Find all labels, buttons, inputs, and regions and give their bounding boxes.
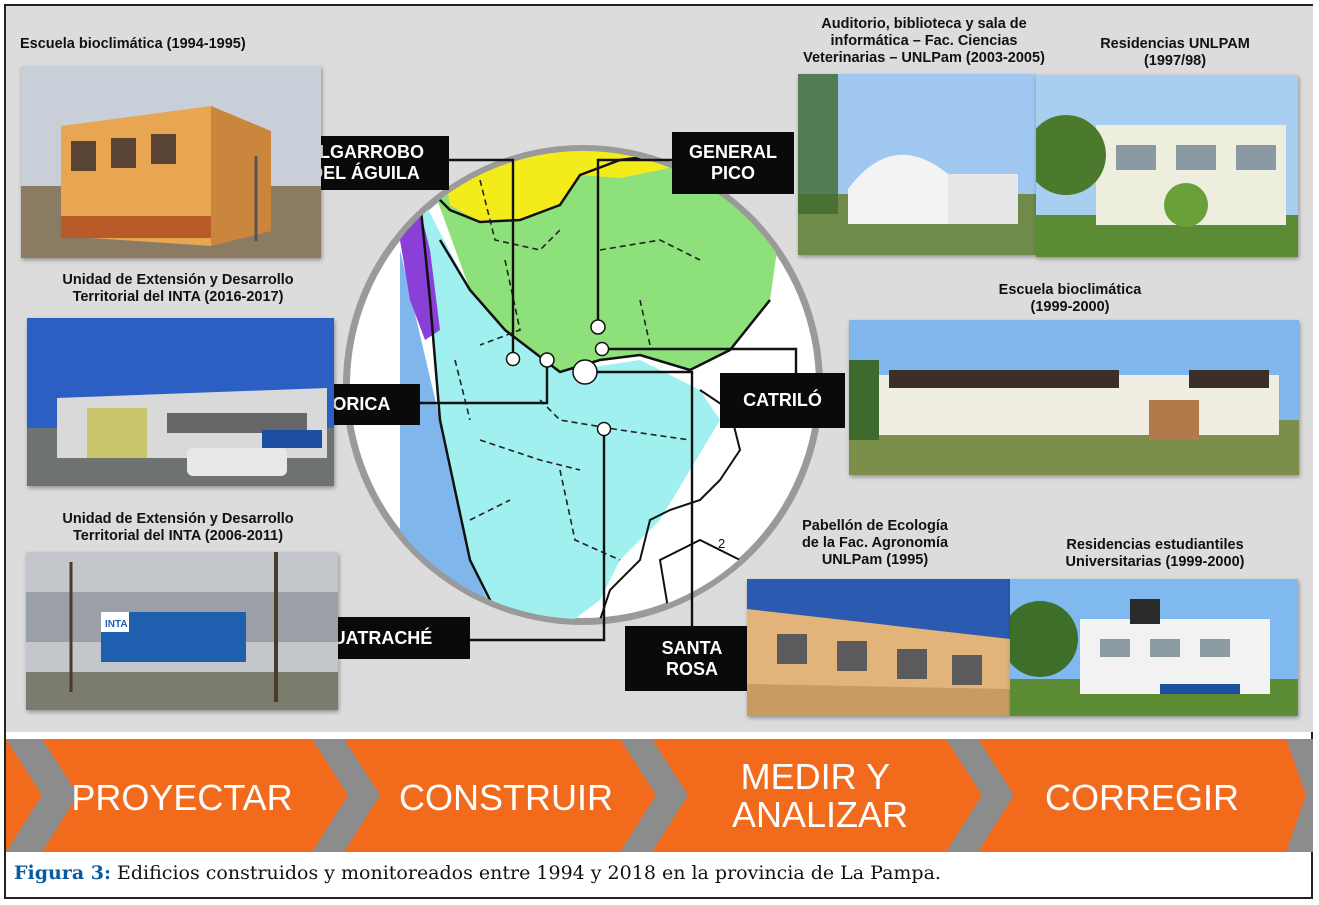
photo-auditorio <box>798 74 1036 255</box>
photo-escuela-94 <box>21 66 321 258</box>
step-separator-1 <box>312 739 380 852</box>
photo-inta-guatrache: INTA <box>26 552 338 710</box>
step-medir-analizar: MEDIR Y ANALIZAR <box>732 756 908 835</box>
caption-auditorio: Auditorio, biblioteca y sala de informát… <box>803 16 1045 66</box>
step-separator-0 <box>6 739 78 852</box>
photo-residencias-unlpam <box>1036 75 1298 257</box>
step-proyectar: PROYECTAR <box>71 777 292 818</box>
pampa-map: 2 <box>343 145 823 625</box>
photo-residencias-est <box>1010 579 1298 716</box>
caption-residencias-est: Residencias estudiantiles Universitarias… <box>1065 537 1245 570</box>
caption-inta-victorica: Unidad de Extensión y Desarrollo Territo… <box>62 272 294 305</box>
figure-caption: Figura 3: Edificios construidos y monito… <box>14 862 941 884</box>
process-steps: PROYECTAR CONSTRUIR MEDIR Y ANALIZAR COR… <box>6 739 1313 852</box>
figure-label: Figura 3: <box>14 862 111 884</box>
figure-text: Edificios construidos y monitoreados ent… <box>110 862 941 884</box>
photo-pabellon <box>747 579 1010 716</box>
caption-escuela-99: Escuela bioclimática (1999-2000) <box>998 282 1142 315</box>
caption-pabellon: Pabellón de Ecología de la Fac. Agronomí… <box>801 518 949 568</box>
label-santa-rosa: SANTA ROSA <box>625 626 759 691</box>
step-medir-line-2: ANALIZAR <box>732 794 908 835</box>
caption-residencias-unlpam: Residencias UNLPAM (1997/98) <box>1100 36 1250 69</box>
photo-inta-victorica <box>27 318 334 486</box>
step-separator-2 <box>620 739 688 852</box>
label-catrilo: CATRILÓ <box>720 373 845 428</box>
photo-escuela-99 <box>849 320 1299 475</box>
map-region-blue <box>400 250 520 619</box>
step-corregir: CORREGIR <box>1045 777 1239 818</box>
sign-inta-text: INTA <box>105 619 128 630</box>
step-separator-4 <box>1286 739 1313 852</box>
map-number: 2 <box>718 536 725 551</box>
caption-inta-guatrache: Unidad de Extensión y Desarrollo Territo… <box>62 511 294 544</box>
step-construir: CONSTRUIR <box>399 777 613 818</box>
caption-escuela-94: Escuela bioclimática (1994-1995) <box>20 36 246 52</box>
label-general-pico: GENERAL PICO <box>672 132 794 194</box>
step-medir-line-1: MEDIR Y <box>741 756 890 797</box>
step-separator-3 <box>946 739 1014 852</box>
